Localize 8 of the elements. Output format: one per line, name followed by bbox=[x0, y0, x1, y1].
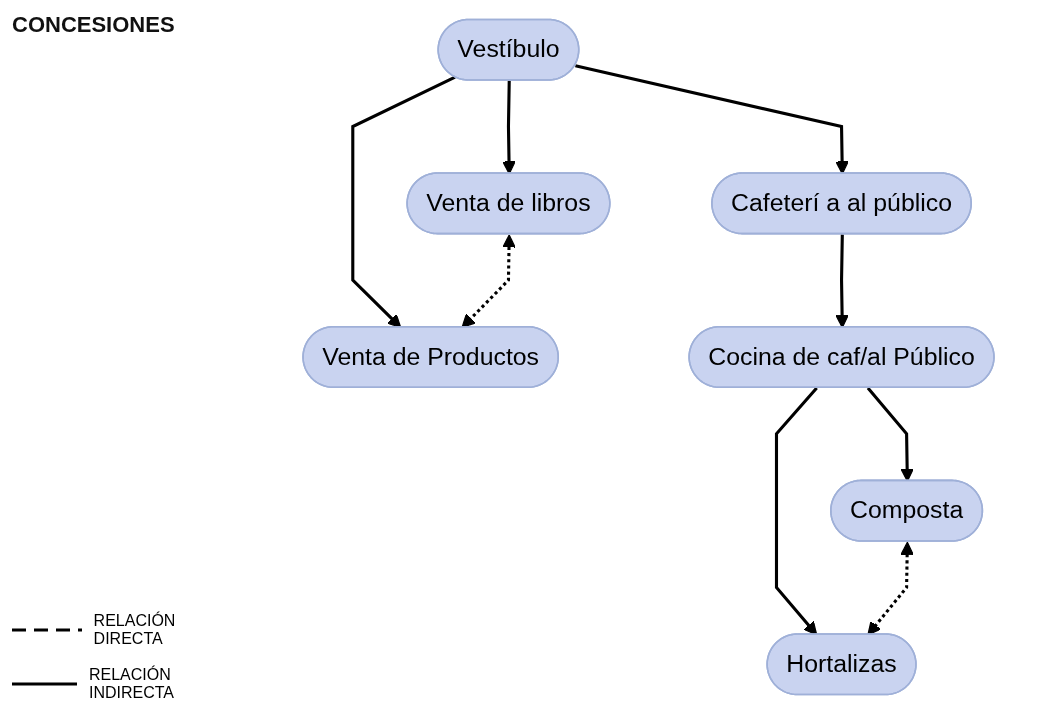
arrow bbox=[575, 64, 849, 175]
arrow bbox=[867, 541, 914, 636]
diagram-title: CONCESIONES bbox=[12, 12, 176, 38]
legend-text: RELACIÓN INDIRECTA bbox=[89, 666, 176, 702]
arrow bbox=[502, 80, 516, 175]
legend-text: RELACIÓN DIRECTA bbox=[93, 612, 177, 648]
arrow bbox=[866, 387, 914, 482]
arrow bbox=[774, 387, 818, 636]
